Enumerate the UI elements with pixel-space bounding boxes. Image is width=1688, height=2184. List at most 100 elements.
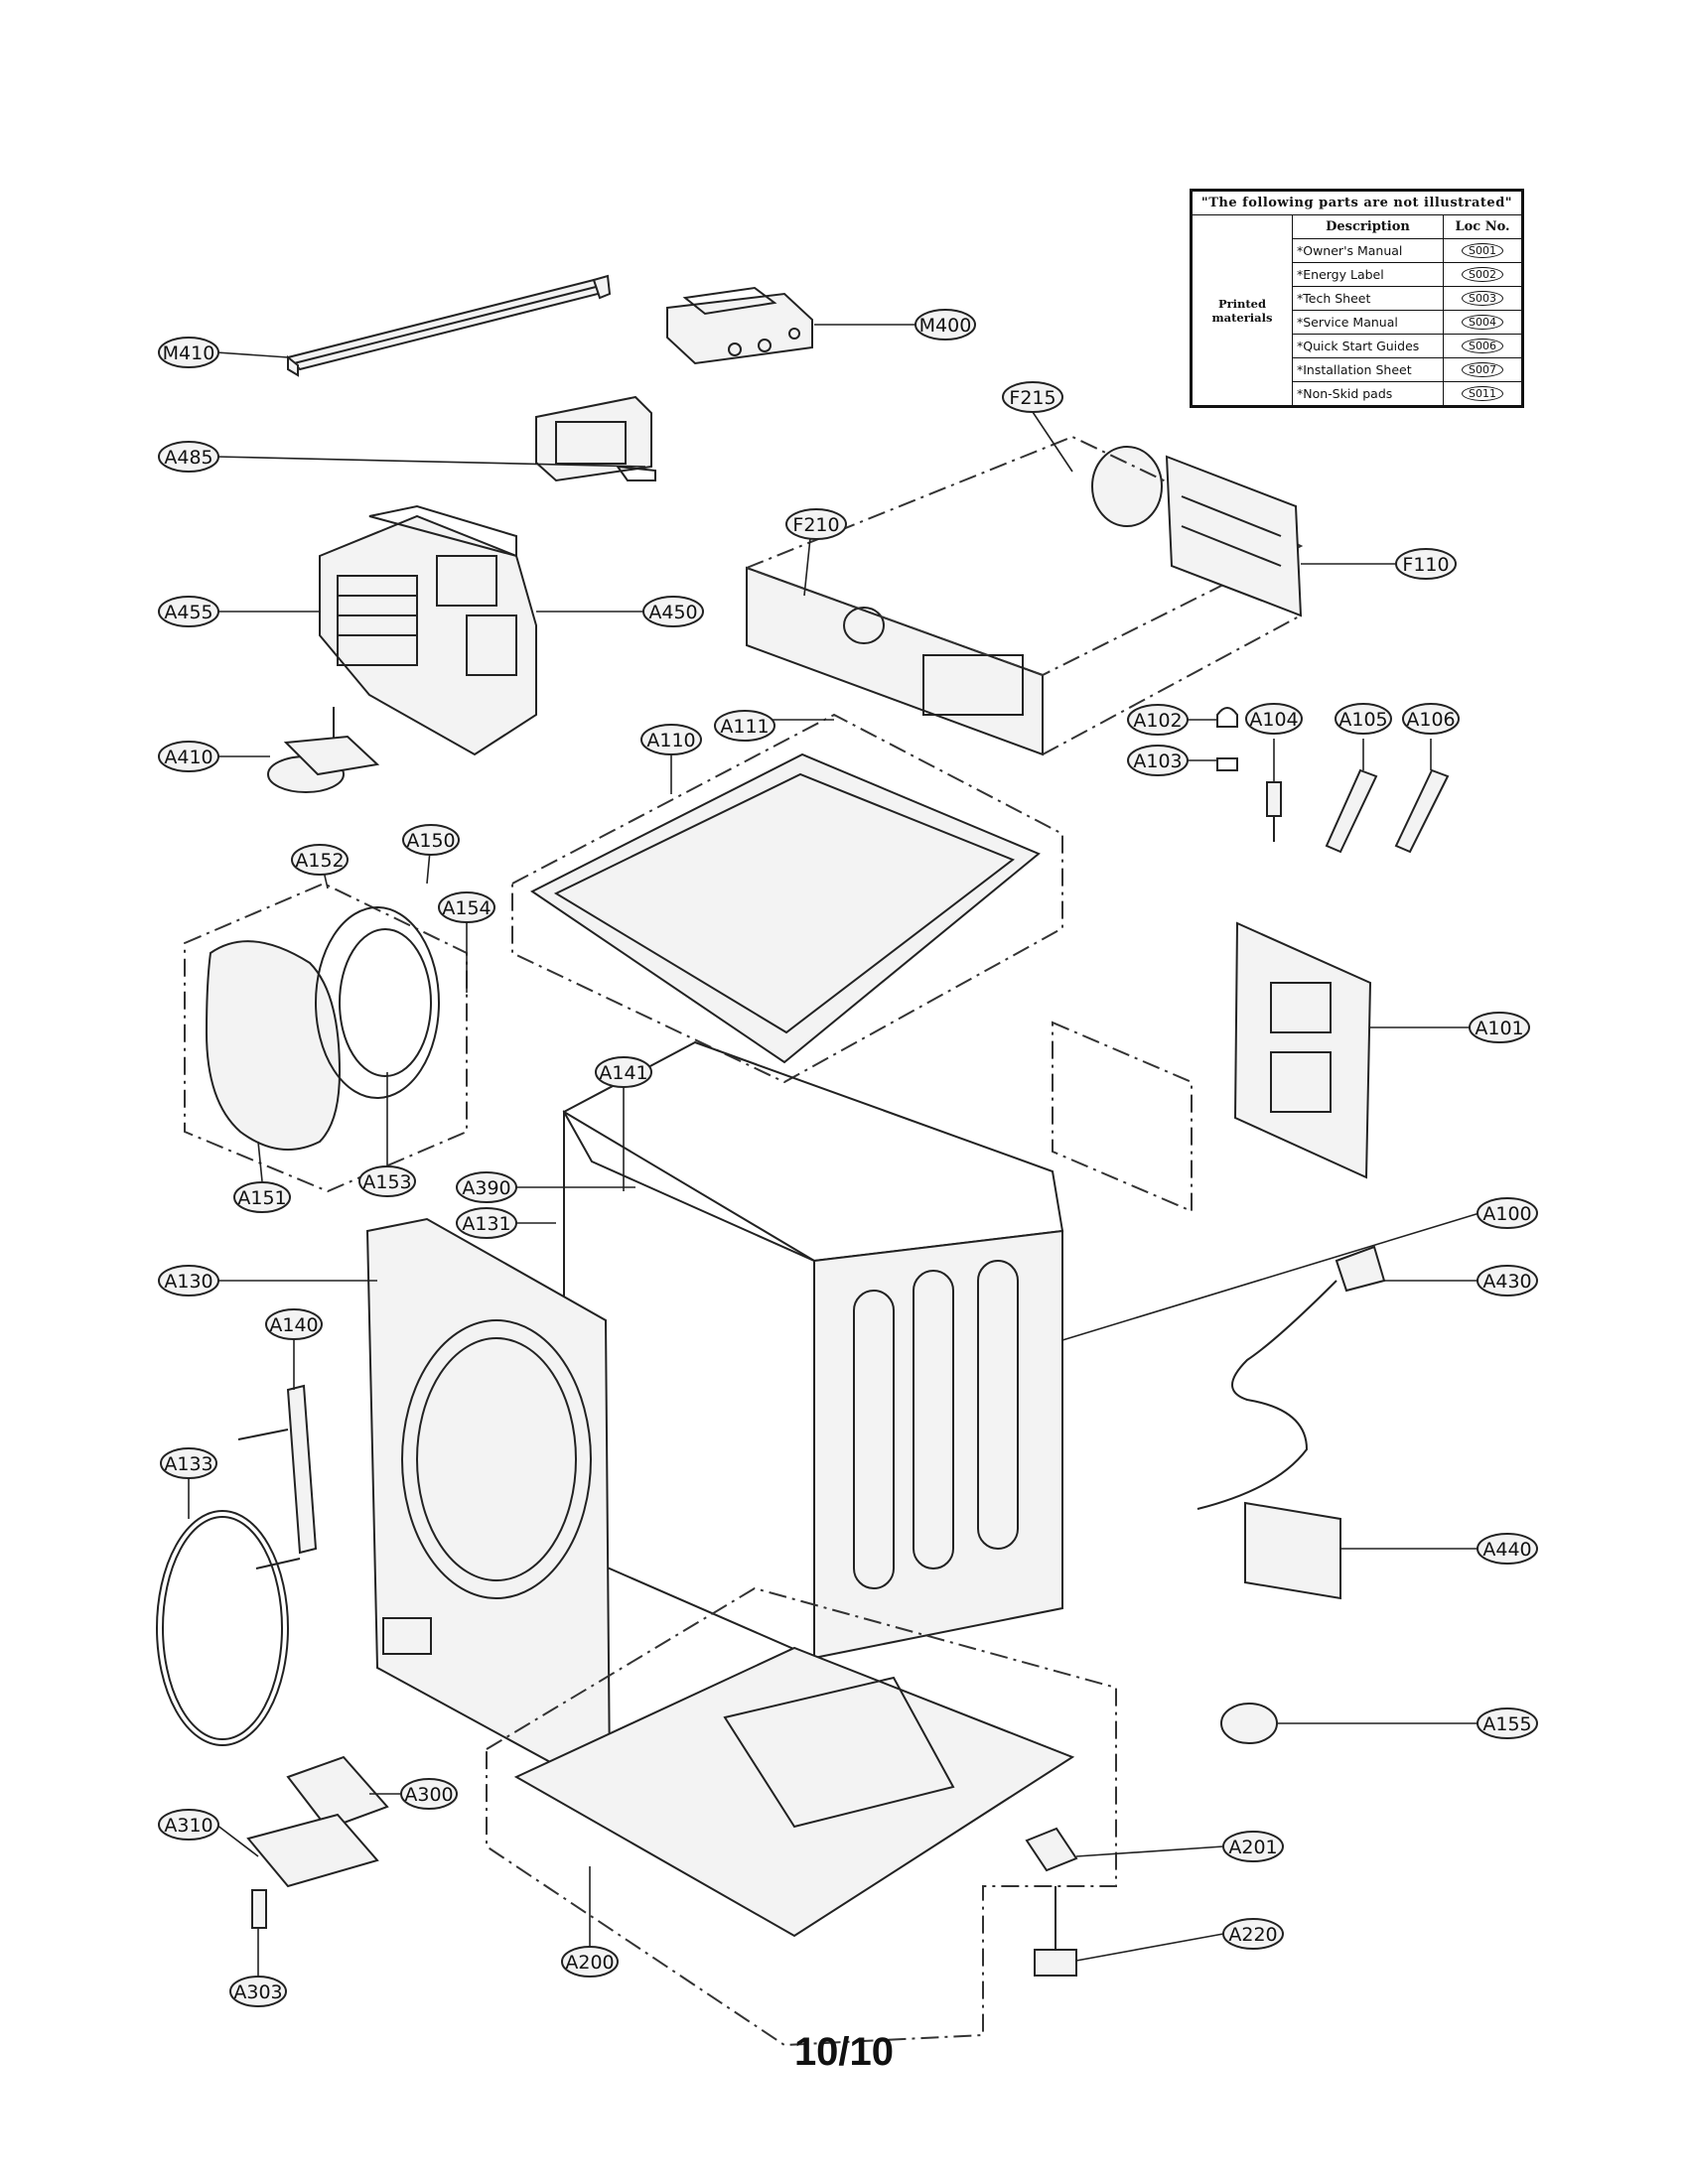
leader-lines	[188, 324, 1480, 1976]
callout-a102: A102	[1127, 704, 1189, 736]
svg-text:A111: A111	[720, 716, 769, 738]
callout-a455: A455	[158, 596, 219, 627]
callout-a106: A106	[1402, 703, 1460, 735]
legend-loc: S006	[1462, 339, 1503, 353]
legend-row: *Installation Sheet S007	[1193, 357, 1522, 382]
legend-row: *Tech Sheet S003	[1193, 286, 1522, 311]
callout-a140: A140	[265, 1308, 323, 1340]
svg-text:A105: A105	[1338, 709, 1387, 731]
part-a100-cabinet	[562, 1021, 1193, 1660]
callout-a300: A300	[400, 1778, 458, 1810]
callout-a150: A150	[402, 824, 460, 856]
part-a150-door	[184, 882, 468, 1193]
callout-a131: A131	[456, 1207, 517, 1239]
svg-text:A151: A151	[237, 1187, 286, 1209]
svg-text:A133: A133	[164, 1453, 212, 1475]
callout-a100: A100	[1477, 1197, 1538, 1229]
callout-a133: A133	[160, 1447, 217, 1479]
callout-a153: A153	[358, 1165, 416, 1197]
legend-desc: *Installation Sheet	[1292, 357, 1444, 382]
svg-text:A154: A154	[442, 897, 491, 919]
svg-text:A430: A430	[1482, 1271, 1531, 1293]
part-a430-power-cord	[1196, 1245, 1386, 1510]
callout-f215: F215	[1002, 381, 1063, 413]
svg-text:A140: A140	[269, 1314, 318, 1336]
page-number: 10/10	[793, 2030, 895, 2074]
callout-a485: A485	[158, 441, 219, 473]
svg-text:A455: A455	[164, 602, 212, 623]
callout-a103: A103	[1127, 745, 1189, 776]
part-m400-module	[666, 286, 813, 365]
legend-row: *Quick Start Guides S006	[1193, 334, 1522, 358]
legend-desc: *Tech Sheet	[1292, 286, 1444, 311]
callout-a220: A220	[1222, 1918, 1284, 1950]
part-a485-board	[535, 395, 656, 482]
part-a155-cap	[1220, 1703, 1278, 1744]
legend-col-description: Description	[1292, 214, 1444, 239]
callout-f110: F110	[1395, 548, 1457, 580]
svg-text:A150: A150	[406, 830, 455, 852]
part-a440-noise-filter	[1244, 1501, 1341, 1600]
svg-text:A106: A106	[1406, 709, 1455, 731]
svg-text:A303: A303	[233, 1981, 282, 2003]
svg-text:A110: A110	[646, 730, 695, 751]
svg-text:M410: M410	[163, 342, 215, 364]
part-f215-dispenser	[744, 435, 1304, 755]
legend-loc: S007	[1462, 362, 1503, 377]
part-a130-front-panel	[365, 1217, 612, 1789]
callout-a410: A410	[158, 741, 219, 772]
callout-a430: A430	[1477, 1265, 1538, 1297]
legend-desc: *Quick Start Guides	[1292, 334, 1444, 358]
callout-a111: A111	[714, 710, 775, 742]
legend-loc: S002	[1462, 267, 1503, 282]
legend-loc: S011	[1462, 386, 1503, 401]
svg-text:A103: A103	[1133, 751, 1182, 772]
callout-a440: A440	[1477, 1533, 1538, 1565]
svg-text:A310: A310	[164, 1815, 212, 1837]
callout-a110: A110	[640, 724, 702, 755]
svg-text:A155: A155	[1482, 1713, 1531, 1735]
callout-a390: A390	[456, 1171, 517, 1203]
svg-text:A390: A390	[462, 1177, 510, 1199]
callout-a303: A303	[229, 1976, 287, 2007]
part-a200-base	[486, 1586, 1117, 2047]
svg-text:A104: A104	[1249, 709, 1298, 731]
part-a300-a310-drain-cover	[246, 1755, 389, 1929]
part-f210-control-panel	[746, 566, 1044, 756]
callout-a130: A130	[158, 1265, 219, 1297]
legend-desc: *Non-Skid pads	[1292, 381, 1444, 406]
svg-text:A450: A450	[648, 602, 697, 623]
svg-text:A130: A130	[164, 1271, 212, 1293]
part-m410-bracket	[286, 274, 612, 377]
callout-f210: F210	[785, 508, 847, 540]
svg-text:F215: F215	[1009, 387, 1055, 409]
callout-a200: A200	[561, 1946, 619, 1978]
svg-text:A410: A410	[164, 747, 212, 768]
svg-text:A131: A131	[462, 1213, 510, 1235]
part-a101-back-panel	[1233, 921, 1372, 1179]
svg-text:A153: A153	[362, 1171, 411, 1193]
legend-col-loc: Loc No.	[1443, 214, 1522, 239]
part-a201-a220-leg	[1025, 1827, 1078, 1977]
legend-desc: *Energy Label	[1292, 262, 1444, 287]
part-a133-clamp-ring	[156, 1510, 289, 1746]
not-illustrated-parts-table: "The following parts are not illustrated…	[1190, 189, 1524, 408]
callout-a101: A101	[1469, 1012, 1530, 1043]
svg-text:A220: A220	[1228, 1924, 1277, 1946]
svg-text:F210: F210	[792, 514, 839, 536]
svg-text:A300: A300	[404, 1784, 453, 1806]
legend-loc: S004	[1462, 315, 1503, 330]
callout-a154: A154	[438, 891, 495, 923]
callout-a450: A450	[642, 596, 704, 627]
callout-a201: A201	[1222, 1831, 1284, 1862]
callout-a141: A141	[595, 1056, 652, 1088]
part-a450-main-pcb	[319, 504, 537, 756]
svg-text:A200: A200	[565, 1952, 614, 1974]
svg-text:A100: A100	[1482, 1203, 1531, 1225]
legend-loc: S003	[1462, 291, 1503, 306]
part-a410-pressure-switch	[267, 707, 380, 793]
part-a102-a106-small-parts	[1216, 707, 1450, 854]
svg-text:A485: A485	[164, 447, 212, 469]
